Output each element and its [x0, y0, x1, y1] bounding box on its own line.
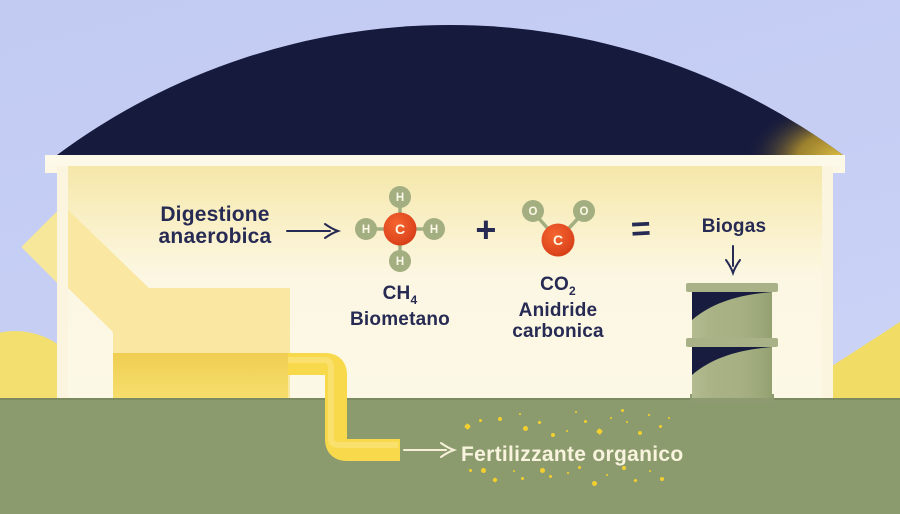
- fertilizer-dot: [479, 419, 482, 422]
- fertilizer-dot: [469, 469, 472, 472]
- fertilizer-dot: [659, 425, 662, 428]
- fertilizer-dot: [668, 417, 670, 419]
- fertilizer-dot: [592, 481, 597, 486]
- biogas-label: Biogas: [701, 216, 767, 237]
- process-title: Digestione anaerobica: [150, 204, 280, 248]
- fertilizer-dot: [566, 430, 568, 432]
- fertilizer-dot: [521, 477, 524, 480]
- fertilizer-dot: [549, 475, 552, 478]
- fertilizer-dot: [575, 411, 577, 413]
- co2-name-line2: carbonica: [512, 320, 604, 342]
- fertilizer-label: Fertilizzante organico: [461, 443, 684, 466]
- ground: [0, 398, 900, 514]
- fertilizer-dot: [584, 420, 587, 423]
- dome-shape: [57, 24, 843, 155]
- fertilizer-dot: [578, 466, 581, 469]
- digestate-tank: [113, 353, 288, 398]
- methane-formula: CH4: [382, 283, 418, 307]
- fertilizer-dot: [513, 470, 515, 472]
- methane-caption: CH4 Biometano: [330, 283, 470, 331]
- plus-sign: +: [475, 209, 497, 250]
- process-title-line1: Digestione: [160, 203, 270, 226]
- fertilizer-dot: [519, 413, 521, 415]
- methane-name: Biometano: [350, 309, 450, 331]
- fertilizer-dot: [626, 421, 628, 423]
- roof-cap: [45, 155, 845, 166]
- fertilizer-dot: [610, 417, 612, 419]
- process-title-line2: anaerobica: [158, 225, 272, 248]
- co2-name-line1: Anidride: [518, 300, 598, 322]
- right-hill: [833, 322, 900, 398]
- left-wall: [57, 166, 68, 398]
- fertilizer-dot: [540, 468, 545, 473]
- fertilizer-dot: [551, 433, 555, 437]
- fertilizer-dot: [621, 409, 624, 412]
- fertilizer-dot: [622, 466, 626, 470]
- fertilizer-dot: [481, 468, 486, 473]
- fertilizer-dot: [660, 477, 664, 481]
- fertilizer-dot: [638, 431, 642, 435]
- fertilizer-dot: [523, 426, 528, 431]
- equals-sign: =: [629, 209, 653, 249]
- fertilizer-dot: [606, 474, 608, 476]
- fertilizer-dot: [649, 470, 651, 472]
- right-wall: [822, 166, 833, 398]
- co2-formula: CO2: [540, 274, 576, 298]
- fertilizer-dot: [498, 417, 502, 421]
- co2-caption: CO2 Anidride carbonica: [488, 274, 628, 342]
